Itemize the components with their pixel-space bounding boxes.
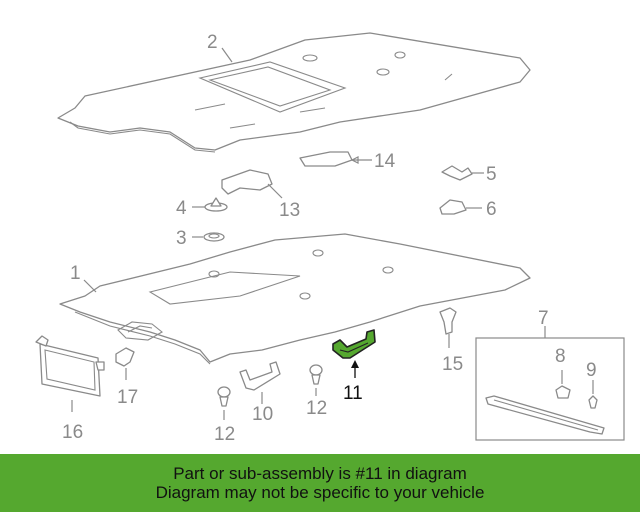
callout-13: 13 [279, 200, 300, 221]
clip-6[interactable] [439, 199, 467, 215]
callout-8: 8 [555, 346, 566, 367]
clip-8[interactable] [555, 385, 571, 399]
callout-10: 10 [252, 404, 273, 425]
clip-4[interactable] [204, 197, 228, 212]
banner-line-2: Diagram may not be specific to your vehi… [155, 483, 485, 502]
banner-line-1: Part or sub-assembly is #11 in diagram [173, 464, 467, 483]
callout-1: 1 [70, 263, 81, 284]
callout-2: 2 [207, 32, 218, 53]
subassembly-box-7 [475, 326, 625, 441]
bracket-13[interactable] [221, 169, 273, 195]
clip-12-left[interactable] [217, 386, 231, 407]
bracket-14[interactable] [299, 151, 353, 167]
callout-12-right: 12 [306, 398, 327, 419]
callout-4: 4 [176, 198, 187, 219]
ring-3[interactable] [203, 232, 225, 242]
callout-6: 6 [486, 199, 497, 220]
trim-strip-7[interactable] [485, 395, 605, 435]
headliner-lower[interactable] [59, 233, 531, 365]
visor-holder-17[interactable] [115, 347, 135, 367]
clip-9[interactable] [588, 395, 598, 409]
sun-visor-16[interactable] [35, 335, 105, 397]
callout-17: 17 [117, 387, 138, 408]
leader-2 [221, 47, 233, 63]
callout-16: 16 [62, 422, 83, 443]
callout-11: 11 [343, 383, 363, 404]
callout-5: 5 [486, 164, 497, 185]
callout-9: 9 [586, 360, 597, 381]
assist-grip-10[interactable] [239, 361, 281, 391]
callout-14: 14 [374, 151, 396, 172]
parts-diagram: 2 14 13 5 4 6 3 [35, 32, 625, 445]
headliner-upper[interactable] [57, 32, 531, 153]
callout-12-left: 12 [214, 424, 235, 445]
leader-1 [83, 279, 97, 293]
info-banner: Part or sub-assembly is #11 in diagram D… [0, 454, 640, 512]
assist-grip-11[interactable] [332, 329, 376, 359]
leader-13 [267, 183, 283, 199]
callout-7: 7 [538, 308, 549, 329]
clip-12-right[interactable] [309, 364, 323, 385]
callout-3: 3 [176, 228, 187, 249]
clip-15[interactable] [439, 307, 457, 335]
callout-15: 15 [442, 354, 463, 375]
clip-5[interactable] [441, 165, 473, 181]
